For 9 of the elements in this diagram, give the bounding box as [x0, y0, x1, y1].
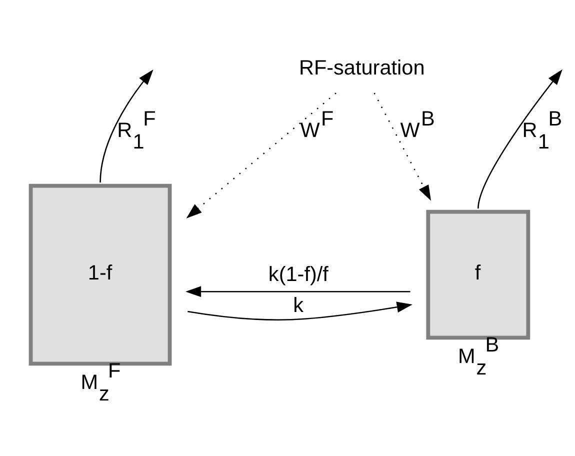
arrow [186, 92, 336, 218]
arrow [100, 70, 154, 183]
arrow [478, 69, 562, 209]
edge-label: k(1-f)/f [268, 262, 328, 286]
arrow [185, 286, 410, 298]
arrow [374, 92, 431, 201]
edge-label: k [293, 294, 304, 318]
arrow [188, 302, 412, 320]
node-text: RF-saturation [298, 56, 425, 80]
